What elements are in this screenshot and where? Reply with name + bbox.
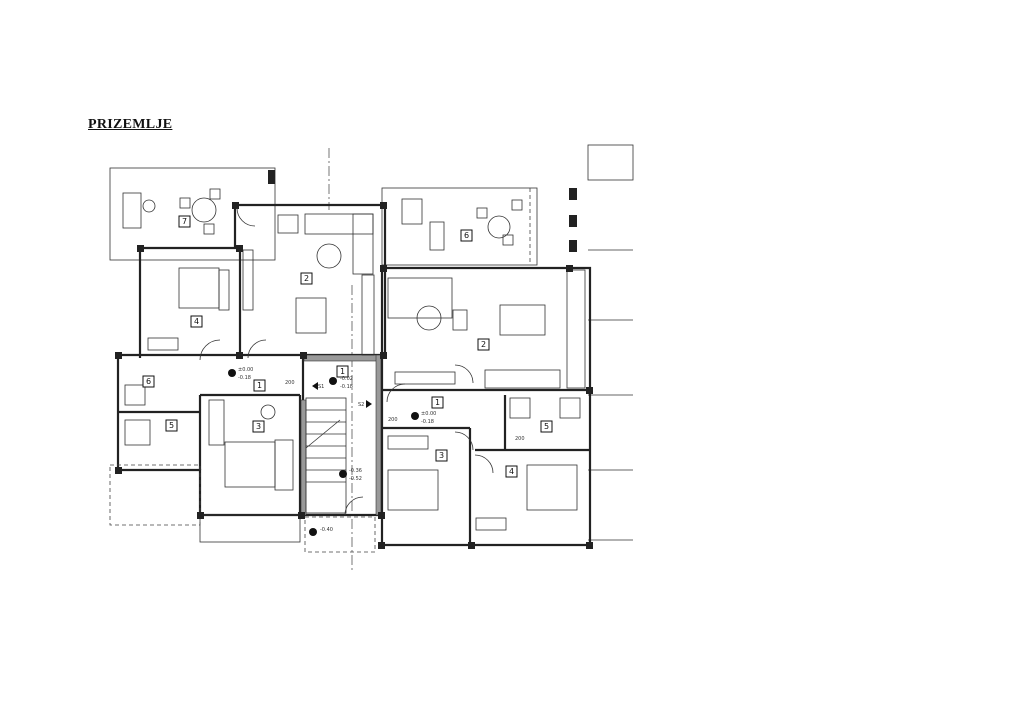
svg-text:±0.00: ±0.00 xyxy=(421,411,436,417)
room-label: 6 xyxy=(142,375,155,388)
wall xyxy=(380,266,592,547)
svg-text:3: 3 xyxy=(256,422,261,431)
door-dimension: 200 xyxy=(285,380,295,386)
svg-text:4: 4 xyxy=(194,317,199,326)
svg-text:5: 5 xyxy=(544,422,549,431)
svg-text:1: 1 xyxy=(257,381,262,390)
svg-text:2: 2 xyxy=(481,340,486,349)
room-label: 3 xyxy=(435,449,448,462)
doors xyxy=(199,207,494,516)
door-dimension: 200 xyxy=(388,417,398,423)
svg-text:-0.18: -0.18 xyxy=(421,419,434,425)
room-label: 4 xyxy=(190,315,203,328)
wall xyxy=(138,203,387,358)
room-label: 1 xyxy=(431,396,444,409)
svg-text:3: 3 xyxy=(439,451,444,460)
room-label: 1 xyxy=(336,365,349,378)
furniture xyxy=(122,188,581,531)
section-mark-s2: S2 xyxy=(358,400,372,408)
level-mark: -0.02 -0.18 xyxy=(329,376,353,390)
svg-text:±0.00: ±0.00 xyxy=(238,367,253,373)
svg-text:2: 2 xyxy=(304,274,309,283)
svg-text:-0.18: -0.18 xyxy=(238,375,251,381)
svg-text:S1: S1 xyxy=(318,384,324,390)
room-label: 2 xyxy=(300,272,313,285)
terrace-left xyxy=(109,167,276,261)
neighbour-structure xyxy=(587,144,634,181)
room-label: 2 xyxy=(477,338,490,351)
room-label: 5 xyxy=(540,420,553,433)
room-label: 7 xyxy=(178,215,191,228)
svg-text:-0.18: -0.18 xyxy=(340,384,353,390)
svg-text:-0.52: -0.52 xyxy=(349,476,362,482)
room-label: 6 xyxy=(460,229,473,242)
room-label: 4 xyxy=(505,465,518,478)
room-label: 5 xyxy=(165,419,178,432)
level-mark: ±0.00 -0.18 xyxy=(228,367,253,381)
section-mark-s1: S1 xyxy=(312,382,324,390)
svg-text:7: 7 xyxy=(182,217,187,226)
svg-text:6: 6 xyxy=(146,377,151,386)
svg-text:S2: S2 xyxy=(358,402,364,408)
room-label: 3 xyxy=(252,420,265,433)
svg-text:6: 6 xyxy=(464,231,469,240)
svg-text:-0.36: -0.36 xyxy=(349,468,362,474)
svg-text:4: 4 xyxy=(509,467,514,476)
level-mark: -0.36 -0.52 xyxy=(339,468,362,482)
level-mark: -0.40 xyxy=(309,527,333,536)
columns xyxy=(115,202,593,549)
svg-text:5: 5 xyxy=(169,421,174,430)
svg-text:-0.02: -0.02 xyxy=(340,376,353,382)
level-mark: ±0.00 -0.18 xyxy=(411,411,436,425)
svg-text:-0.40: -0.40 xyxy=(320,527,333,533)
svg-text:1: 1 xyxy=(435,398,440,407)
door-dimension: 200 xyxy=(515,436,525,442)
svg-text:1: 1 xyxy=(340,367,345,376)
room-label: 1 xyxy=(253,379,266,392)
terrace-right xyxy=(381,187,538,266)
staircase xyxy=(305,397,347,514)
page-title: PRIZEMLJE xyxy=(88,117,173,132)
